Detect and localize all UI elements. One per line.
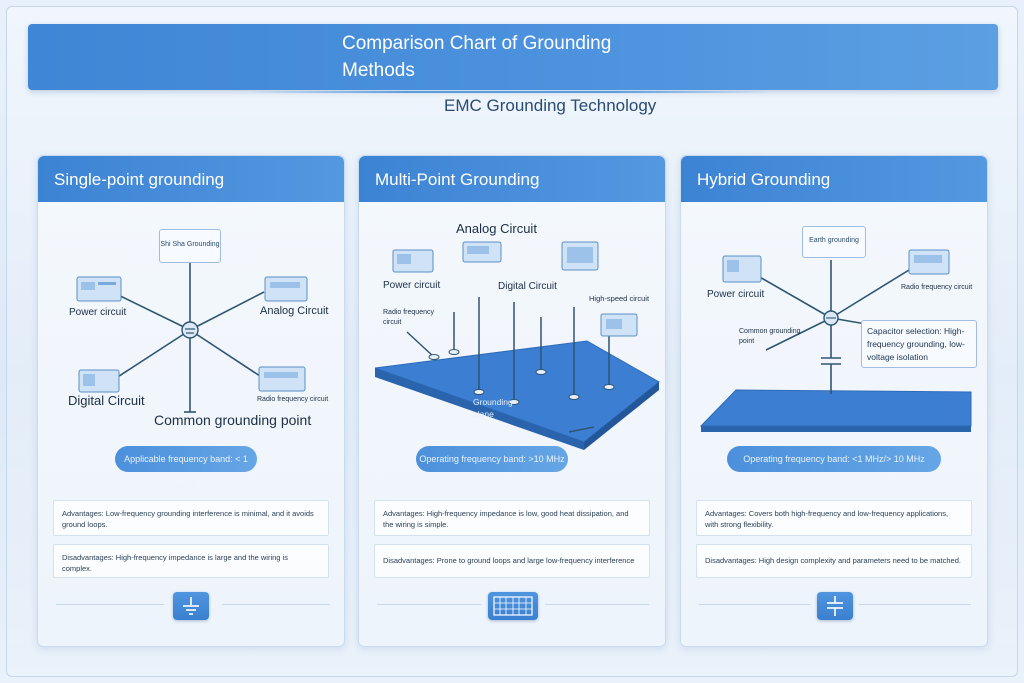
divider (222, 604, 330, 605)
panel-single-point: Single-point grounding Shi Sha Grounding… (37, 155, 345, 647)
divider (377, 604, 481, 605)
panel-title: Hybrid Grounding (681, 156, 987, 202)
grid-plane-icon[interactable] (488, 592, 538, 620)
advantages-box: Advantages: High-frequency impedance is … (374, 500, 650, 536)
disadvantages-box: Disadvantages: High-frequency impedance … (53, 544, 329, 578)
multi-point-diagram (374, 241, 660, 450)
common-point-label: Common grounding point (154, 412, 312, 428)
rf-circuit-label: Radio frequency circuit (383, 309, 434, 326)
ground-icon[interactable] (173, 592, 209, 620)
disadvantages-box: Disadvantages: High design complexity an… (696, 544, 972, 578)
panel-hybrid: Hybrid Grounding Earth grounding Power c… (680, 155, 988, 647)
page-subtitle: EMC Grounding Technology (444, 96, 657, 115)
title-banner (28, 24, 998, 90)
digital-circuit-label: Digital Circuit (68, 393, 145, 408)
panel-title: Multi-Point Grounding (359, 156, 665, 202)
frequency-band-badge: Operating frequency band: >10 MHz (416, 446, 568, 472)
panel-title: Single-point grounding (38, 156, 344, 202)
page-title: Comparison Chart of Grounding Methods (342, 33, 612, 81)
divider (699, 604, 811, 605)
advantages-box: Advantages: Covers both high-frequency a… (696, 500, 972, 536)
earth-grounding-box: Earth grounding (802, 226, 866, 258)
high-speed-circuit-label: High-speed circuit (589, 294, 650, 303)
capacitor-note-box: Capacitor selection: High-frequency grou… (861, 320, 977, 368)
disadvantages-box: Disadvantages: Prone to ground loops and… (374, 544, 650, 578)
divider (859, 604, 971, 605)
hybrid-diagram (699, 249, 972, 432)
rf-circuit-label: Radio frequency circuit (257, 396, 329, 403)
power-circuit-label: Power circuit (707, 289, 765, 300)
rf-circuit-label: Radio frequency circuit (901, 284, 973, 291)
frequency-band-badge: Applicable frequency band: < 1 MHz (115, 446, 257, 490)
analog-circuit-label: Analog Circuit (456, 221, 537, 236)
power-circuit-label: Power circuit (69, 307, 127, 318)
frequency-band-badge: Operating frequency band: <1 MHz/> 10 MH… (727, 446, 941, 472)
divider (545, 604, 649, 605)
power-circuit-label: Power circuit (383, 280, 441, 291)
digital-circuit-label: Digital Circuit (498, 281, 557, 292)
common-point-label: Common grounding point (739, 328, 801, 345)
capacitor-icon[interactable] (817, 592, 853, 620)
single-point-diagram (76, 260, 308, 413)
advantages-box: Advantages: Low-frequency grounding inte… (53, 500, 329, 536)
top-ground-box: Shi Sha Grounding (159, 229, 221, 263)
title-underline (250, 91, 770, 93)
divider (56, 604, 164, 605)
grounding-plane-label: Grounding plane (473, 397, 513, 419)
panel-multi-point: Multi-Point Grounding (358, 155, 666, 647)
analog-circuit-label: Analog Circuit (260, 305, 329, 317)
